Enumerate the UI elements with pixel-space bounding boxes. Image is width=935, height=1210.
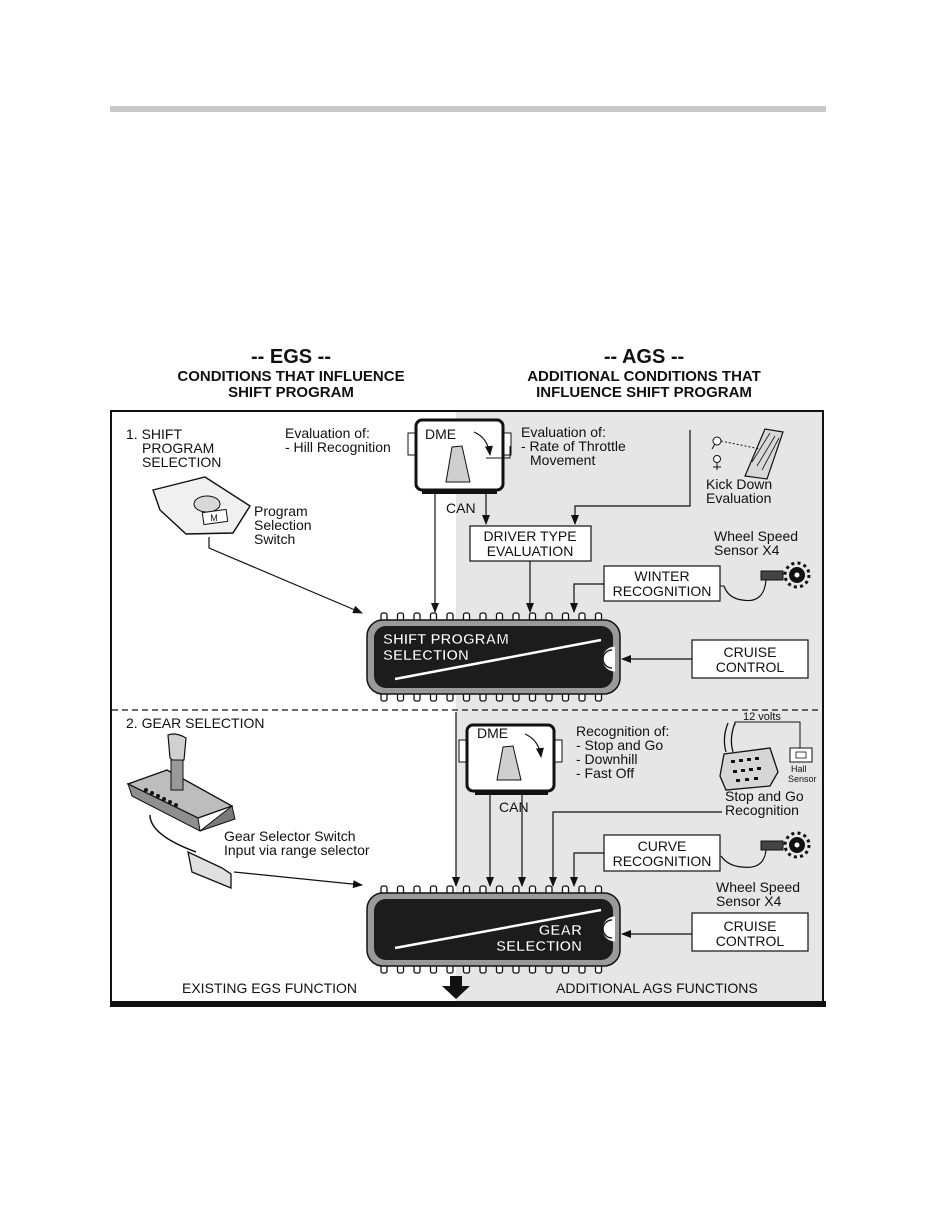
- hall-sensor-inner: [795, 751, 807, 759]
- chip1-label-1: SHIFT PROGRAM: [383, 631, 509, 648]
- cruise-1-label-1: CRUISE: [724, 644, 777, 660]
- can-label-1: CAN: [446, 500, 476, 516]
- curve-label-2: RECOGNITION: [613, 853, 712, 869]
- wheel-sensor-1-cable: [723, 579, 767, 602]
- cruise-1-label-2: CONTROL: [716, 659, 785, 675]
- ags-subheading-1: ADDITIONAL CONDITIONS THAT: [527, 368, 761, 385]
- wheel-speed-2-label-2: Sensor X4: [716, 893, 782, 909]
- stopgo-to-chip-arrow: [549, 811, 722, 887]
- egs-subheading-1: CONDITIONS THAT INFLUENCE: [177, 368, 404, 385]
- hall-label-2: Sensor: [788, 774, 817, 784]
- stopgo-label-2: Recognition: [725, 802, 799, 818]
- recog-label-4: - Fast Off: [576, 765, 634, 781]
- hill-label-1: Evaluation of:: [285, 425, 370, 441]
- stopgo-label-1: Stop and Go: [725, 788, 804, 804]
- curve-label-1: CURVE: [638, 838, 687, 854]
- kickdown-to-driver-arrow: [571, 430, 691, 525]
- ags-subheading-2: INFLUENCE SHIFT PROGRAM: [536, 384, 752, 401]
- wheel-speed-1-label-2: Sensor X4: [714, 542, 780, 558]
- winter-box: [603, 565, 721, 602]
- wheel-speed-sensor-icon-1: [760, 561, 811, 589]
- wheel-speed-1-label-1: Wheel Speed: [714, 528, 798, 544]
- recog-label-1: Recognition of:: [576, 723, 669, 739]
- top-rule: [110, 106, 826, 112]
- switch-label-3: Switch: [254, 531, 295, 547]
- switch-badge: M: [210, 513, 218, 523]
- dme-unit-2: [458, 723, 563, 795]
- wheel-speed-sensor-icon-2: [760, 831, 811, 859]
- section1-title-3: SELECTION: [142, 454, 221, 470]
- bottom-rule: [110, 1001, 826, 1007]
- footer-left: EXISTING EGS FUNCTION: [182, 980, 357, 996]
- recog-label-2: - Stop and Go: [576, 737, 663, 753]
- curve-box: [603, 834, 721, 872]
- winter-label-2: RECOGNITION: [613, 583, 712, 599]
- chip2-label-1: GEAR: [539, 922, 583, 939]
- gear-selection-chip: [366, 885, 621, 974]
- shift-program-chip: [366, 612, 621, 702]
- kickdown-label-2: Evaluation: [706, 490, 771, 506]
- down-arrow-icon: [442, 976, 470, 999]
- stop-and-go-module-icon: [719, 722, 779, 791]
- hall-label-1: Hall: [791, 764, 807, 774]
- section1-title-2: PROGRAM: [142, 440, 214, 456]
- cruise-box-1: [691, 639, 809, 679]
- can-label-2: CAN: [499, 799, 529, 815]
- chip1-label-2: SELECTION: [383, 647, 469, 664]
- driver-type-label-1: DRIVER TYPE: [483, 528, 576, 544]
- section2-title: 2. GEAR SELECTION: [126, 715, 264, 731]
- driver-type-label-2: EVALUATION: [487, 543, 574, 559]
- selector-label-2: Input via range selector: [224, 842, 370, 858]
- kickdown-label-1: Kick Down: [706, 476, 772, 492]
- chip2-label-2: SELECTION: [496, 938, 582, 955]
- wheel-sensor-2-cable: [720, 849, 767, 868]
- egs-heading: -- EGS --: [251, 346, 331, 368]
- switch-label-1: Program: [254, 503, 308, 519]
- curve-to-chip-arrow: [570, 852, 604, 887]
- volts-label: 12 volts: [743, 711, 781, 723]
- gear-selector-icon: [126, 733, 236, 889]
- dme-label-1: DME: [425, 426, 456, 442]
- wheel-speed-2-label-1: Wheel Speed: [716, 879, 800, 895]
- footer-right: ADDITIONAL AGS FUNCTIONS: [556, 980, 758, 996]
- throttle-label-2: - Rate of Throttle: [521, 438, 626, 454]
- ags-heading: -- AGS --: [604, 346, 684, 368]
- recog-label-3: - Downhill: [576, 751, 637, 767]
- winter-label-1: WINTER: [634, 568, 689, 584]
- driver-type-box: [469, 525, 592, 562]
- throttle-to-driver-arrow: [486, 446, 511, 459]
- cruise-2-label-1: CRUISE: [724, 918, 777, 934]
- dme-label-2: DME: [477, 725, 508, 741]
- selector-label-1: Gear Selector Switch: [224, 828, 356, 844]
- switch-label-2: Selection: [254, 517, 312, 533]
- section1-title-1: 1. SHIFT: [126, 426, 182, 442]
- selector-to-chip-arrow: [233, 871, 363, 889]
- throttle-label-3: Movement: [530, 452, 595, 468]
- switch-arrow: [208, 537, 363, 614]
- cruise-box-2: [691, 912, 809, 952]
- dme-unit-1: [407, 418, 512, 494]
- throttle-label-1: Evaluation of:: [521, 424, 606, 440]
- cruise-2-label-2: CONTROL: [716, 933, 785, 949]
- kickdown-pedal-icon: [711, 428, 784, 480]
- egs-subheading-2: SHIFT PROGRAM: [228, 384, 354, 401]
- hill-label-2: - Hill Recognition: [285, 439, 391, 455]
- program-switch-icon: M: [152, 476, 251, 535]
- hall-sensor-symbol: [789, 747, 813, 763]
- winter-to-chip-arrow: [570, 583, 604, 613]
